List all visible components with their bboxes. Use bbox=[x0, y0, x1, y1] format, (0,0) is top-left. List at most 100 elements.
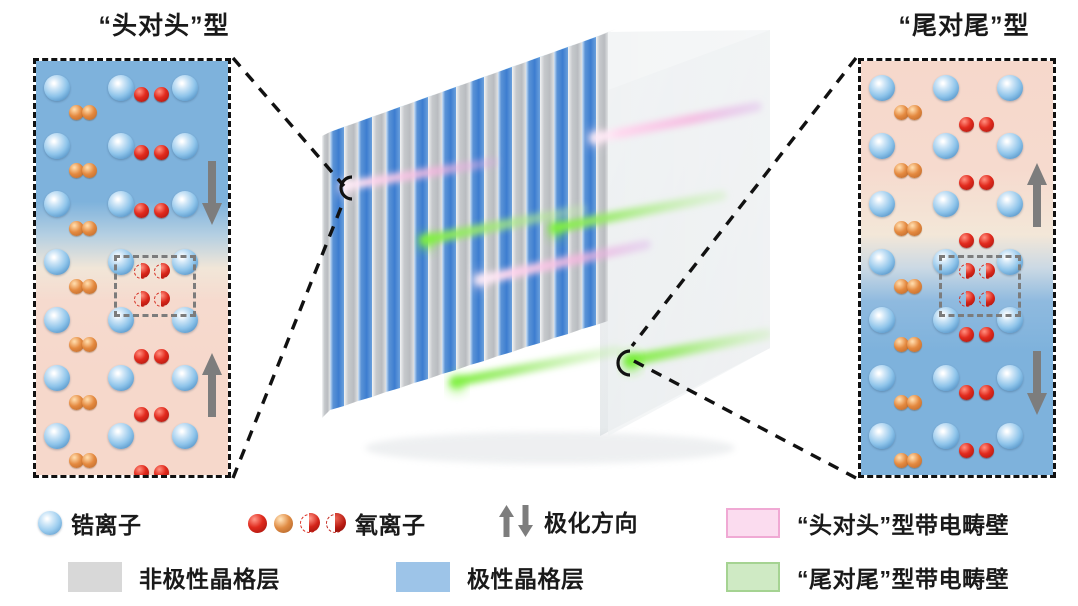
zirconium-ion bbox=[44, 75, 70, 101]
oxygen-ion-red bbox=[134, 87, 149, 102]
zirconium-ion bbox=[869, 365, 895, 391]
zirconium-ion bbox=[997, 191, 1023, 217]
oxygen-ion-red bbox=[959, 385, 974, 400]
oxygen-ion-orange bbox=[907, 395, 922, 410]
oxygen-ion-orange bbox=[82, 221, 97, 236]
oxygen-ion-orange bbox=[82, 105, 97, 120]
oxygen-ion-red bbox=[154, 87, 169, 102]
legend-item-nonpolar-lattice-layer: 非极性晶格层 bbox=[68, 560, 280, 594]
legend-label: “尾对尾”型带电畴壁 bbox=[797, 566, 1009, 592]
domain-wall-unit-cell bbox=[939, 255, 1021, 317]
oxygen-ion-orange bbox=[69, 337, 84, 352]
oxygen-ion-red bbox=[154, 203, 169, 218]
zirconium-ion bbox=[997, 75, 1023, 101]
oxygen-ion-red bbox=[154, 407, 169, 422]
zirconium-ion bbox=[172, 423, 198, 449]
oxygen-ion-orange-icon bbox=[274, 513, 293, 533]
zirconium-ion bbox=[108, 75, 134, 101]
oxygen-ion-orange bbox=[907, 279, 922, 294]
zirconium-ion bbox=[44, 365, 70, 391]
zirconium-ion bbox=[108, 365, 134, 391]
oxygen-ion-orange bbox=[894, 105, 909, 120]
legend-item-polar-lattice-layer: 极性晶格层 bbox=[396, 560, 585, 594]
oxygen-ion-orange bbox=[894, 163, 909, 178]
oxygen-ion-red bbox=[134, 407, 149, 422]
zirconium-ion bbox=[44, 249, 70, 275]
polarization-arrow-down bbox=[1026, 351, 1048, 417]
oxygen-ion-half-dark-icon bbox=[326, 512, 346, 533]
oxygen-ion-orange bbox=[907, 453, 922, 468]
callout-markers bbox=[339, 175, 631, 377]
zirconium-ion bbox=[108, 249, 134, 275]
oxygen-ion-icon bbox=[248, 512, 346, 533]
oxygen-ion-orange bbox=[894, 221, 909, 236]
zirconium-ion bbox=[997, 133, 1023, 159]
oxygen-ion-half-light-icon bbox=[300, 512, 320, 533]
legend-label: 锆离子 bbox=[71, 512, 142, 538]
zirconium-ion bbox=[44, 133, 70, 159]
polarization-arrow-up bbox=[1026, 161, 1048, 227]
oxygen-ion-orange bbox=[69, 395, 84, 410]
oxygen-ion-red bbox=[134, 203, 149, 218]
oxygen-ion-half bbox=[134, 291, 150, 307]
zirconium-ion bbox=[933, 249, 959, 275]
oxygen-ion-red bbox=[979, 233, 994, 248]
right-panel-title: “尾对尾”型 bbox=[898, 12, 1030, 40]
zirconium-ion bbox=[869, 75, 895, 101]
oxygen-ion-orange bbox=[82, 453, 97, 468]
zirconium-ion bbox=[44, 191, 70, 217]
oxygen-ion-red bbox=[979, 443, 994, 458]
oxygen-ion-red bbox=[134, 145, 149, 160]
zirconium-ion bbox=[869, 423, 895, 449]
zirconium-ion bbox=[172, 133, 198, 159]
right-detail-panel bbox=[858, 58, 1056, 478]
legend-label: 极化方向 bbox=[544, 510, 638, 536]
legend: 锆离子 氧离子 极化方向 “头对头”型带电畴壁 非极性晶格层 bbox=[0, 492, 1078, 606]
oxygen-ion-red bbox=[134, 349, 149, 364]
oxygen-ion-half bbox=[979, 263, 995, 279]
oxygen-ion-half bbox=[154, 263, 170, 279]
zirconium-ion bbox=[933, 133, 959, 159]
oxygen-ion-half bbox=[154, 291, 170, 307]
oxygen-ion-orange bbox=[82, 337, 97, 352]
zirconium-ion-icon bbox=[38, 511, 62, 535]
zirconium-ion bbox=[172, 365, 198, 391]
oxygen-ion-red bbox=[154, 145, 169, 160]
polarization-arrow-down bbox=[201, 161, 223, 227]
oxygen-ion-half bbox=[959, 291, 975, 307]
legend-item-zirconium-ion: 锆离子 bbox=[38, 506, 142, 540]
oxygen-ion-half bbox=[134, 263, 150, 279]
tail-to-tail-wall-swatch bbox=[726, 562, 780, 592]
oxygen-ion-orange bbox=[894, 279, 909, 294]
oxygen-ion-red bbox=[979, 385, 994, 400]
oxygen-ion-orange bbox=[82, 163, 97, 178]
oxygen-ion-red bbox=[154, 349, 169, 364]
oxygen-ion-orange bbox=[69, 221, 84, 236]
oxygen-ion-orange bbox=[894, 453, 909, 468]
oxygen-ion-orange bbox=[82, 279, 97, 294]
crystal-block-3d bbox=[300, 18, 770, 480]
polar-lattice-swatch bbox=[396, 562, 450, 592]
legend-item-oxygen-ion: 氧离子 bbox=[248, 506, 426, 540]
legend-label: 非极性晶格层 bbox=[139, 566, 280, 592]
zirconium-ion bbox=[172, 191, 198, 217]
legend-item-polarization-direction: 极化方向 bbox=[498, 504, 638, 538]
oxygen-ion-half bbox=[959, 263, 975, 279]
zirconium-ion bbox=[933, 307, 959, 333]
oxygen-ion-orange bbox=[907, 105, 922, 120]
zirconium-ion bbox=[172, 75, 198, 101]
oxygen-ion-orange bbox=[907, 163, 922, 178]
oxygen-ion-red bbox=[979, 117, 994, 132]
polarization-arrow-up bbox=[201, 351, 223, 417]
oxygen-ion-red bbox=[959, 233, 974, 248]
legend-label: “头对头”型带电畴壁 bbox=[797, 512, 1009, 538]
oxygen-ion-red bbox=[959, 175, 974, 190]
oxygen-ion-red bbox=[979, 175, 994, 190]
zirconium-ion bbox=[44, 307, 70, 333]
oxygen-ion-orange bbox=[69, 453, 84, 468]
zirconium-ion bbox=[933, 191, 959, 217]
zirconium-ion bbox=[933, 365, 959, 391]
oxygen-ion-orange bbox=[69, 163, 84, 178]
legend-label: 氧离子 bbox=[355, 512, 426, 538]
